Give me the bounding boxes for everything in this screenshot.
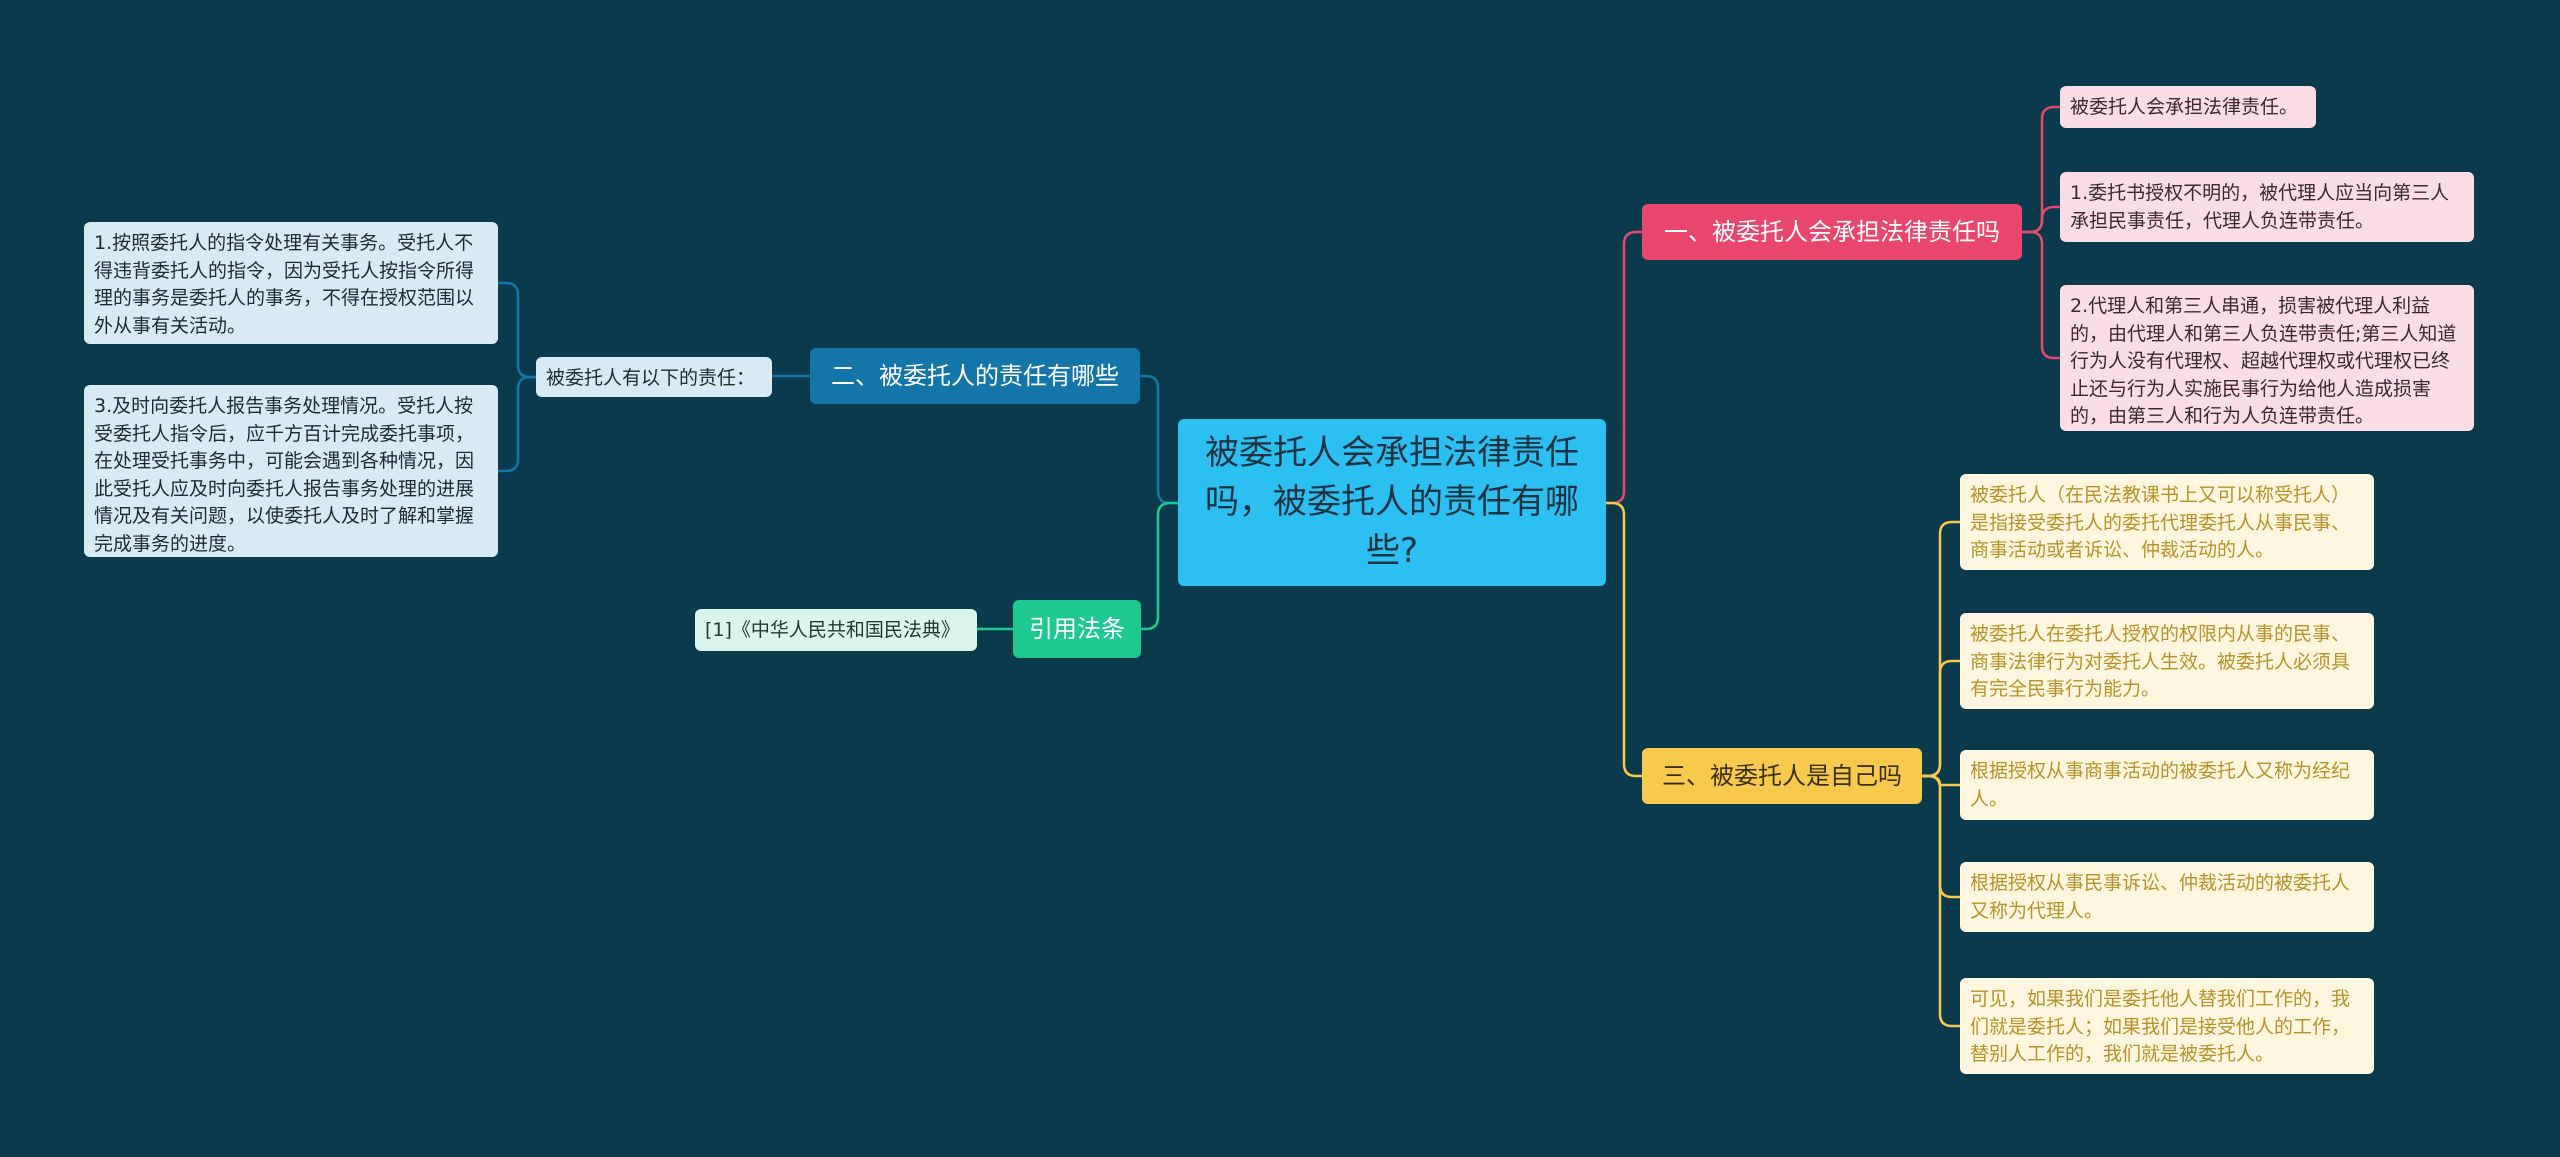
connector-sub-item1: [498, 281, 536, 379]
branch-is-self[interactable]: 三、被委托人是自己吗: [1642, 748, 1922, 804]
connector-branch1-item1: [2022, 105, 2060, 234]
connector-branch3-item2: [1922, 659, 1960, 778]
connector-root-branch3: [1606, 501, 1642, 778]
branch1-item-1[interactable]: 被委托人会承担法律责任。: [2060, 86, 2316, 128]
central-topic[interactable]: 被委托人会承担法律责任吗，被委托人的责任有哪些?: [1178, 419, 1606, 586]
branch-responsibilities[interactable]: 二、被委托人的责任有哪些: [810, 348, 1140, 404]
branch-cited-law[interactable]: 引用法条: [1013, 600, 1141, 658]
branch3-item-1[interactable]: 被委托人（在民法教课书上又可以称受托人）是指接受委托人的委托代理委托人从事民事、…: [1960, 474, 2374, 570]
connector-root-branch4: [1141, 501, 1178, 631]
branch2-item-2[interactable]: 3.及时向委托人报告事务处理情况。受托人按受委托人指令后，应千方百计完成委托事项…: [84, 385, 498, 557]
branch1-item-2[interactable]: 1.委托书授权不明的，被代理人应当向第三人承担民事责任，代理人负连带责任。: [2060, 172, 2474, 242]
connector-root-branch1: [1606, 230, 1642, 505]
connector-branch1-item3: [2022, 230, 2060, 360]
branch-legal-liability[interactable]: 一、被委托人会承担法律责任吗: [1642, 204, 2022, 260]
branch3-item-2[interactable]: 被委托人在委托人授权的权限内从事的民事、商事法律行为对委托人生效。被委托人必须具…: [1960, 613, 2374, 709]
connector-sub-item2: [498, 375, 536, 473]
branch3-item-3[interactable]: 根据授权从事商事活动的被委托人又称为经纪人。: [1960, 750, 2374, 820]
branch2-item-1[interactable]: 1.按照委托人的指令处理有关事务。受托人不得违背委托人的指令，因为受托人按指令所…: [84, 222, 498, 344]
branch3-item-4[interactable]: 根据授权从事民事诉讼、仲裁活动的被委托人又称为代理人。: [1960, 862, 2374, 932]
cited-law-item[interactable]: [1]《中华人民共和国民法典》: [695, 609, 977, 651]
connector-root-branch2: [1140, 374, 1178, 505]
branch3-item-5[interactable]: 可见，如果我们是委托他人替我们工作的，我们就是委托人；如果我们是接受他人的工作，…: [1960, 978, 2374, 1074]
connector-branch3-item5: [1922, 774, 1960, 1028]
branch2-subtopic[interactable]: 被委托人有以下的责任：: [536, 357, 772, 397]
connector-branch3-item3: [1922, 774, 1960, 787]
branch1-item-3[interactable]: 2.代理人和第三人串通，损害被代理人利益的，由代理人和第三人负连带责任;第三人知…: [2060, 285, 2474, 431]
